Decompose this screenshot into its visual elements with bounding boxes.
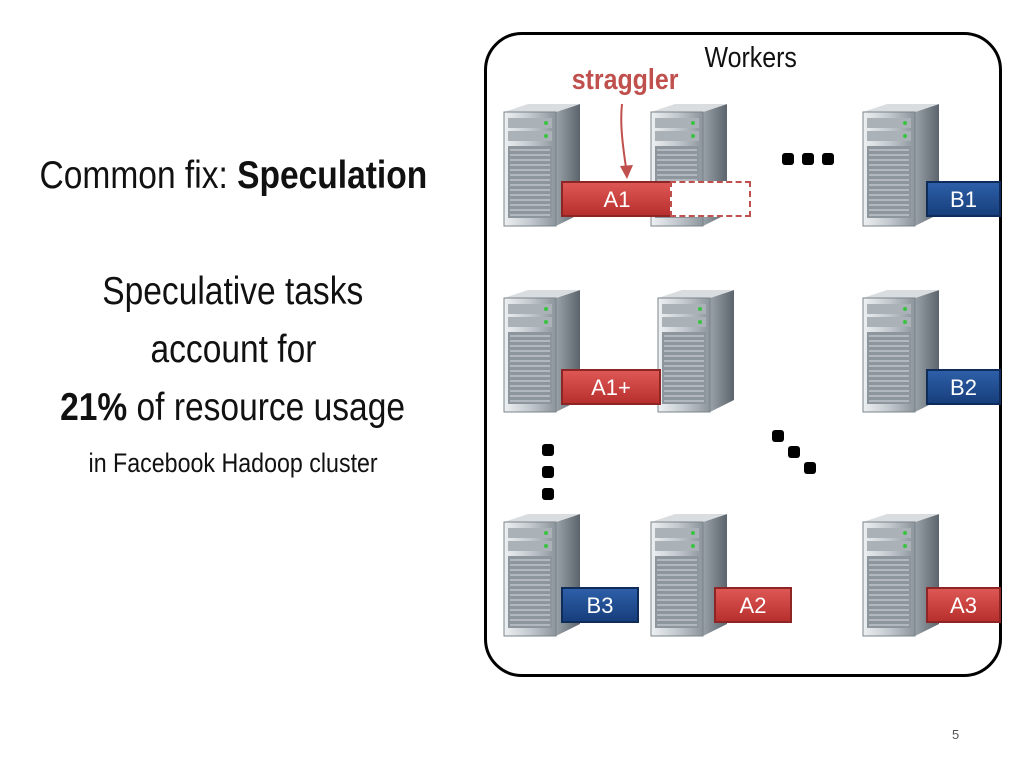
straggler-arrow <box>620 103 633 179</box>
workers-panel <box>484 32 1002 677</box>
description-line-1: Speculative tasks <box>0 270 466 314</box>
straggler-label: straggler <box>571 64 679 96</box>
description-line-3-rest: of resource usage <box>127 386 406 429</box>
description-line-4: in Facebook Hadoop cluster <box>0 448 466 479</box>
title-bold: Speculation <box>236 154 427 197</box>
task-b1: B1 <box>926 181 1001 217</box>
percentage-value: 21% <box>60 386 128 429</box>
description-line-1-text: Speculative tasks <box>102 270 364 313</box>
task-a2: A2 <box>714 587 792 623</box>
description-line-2-text: account for <box>150 328 316 371</box>
task-a1-plus: A1+ <box>561 369 661 405</box>
task-a1: A1 <box>561 181 673 217</box>
speculative-task-slot <box>670 181 751 217</box>
task-b3: B3 <box>561 587 639 623</box>
server-icon <box>650 288 742 418</box>
task-a3: A3 <box>926 587 1001 623</box>
task-b2: B2 <box>926 369 1001 405</box>
page-number: 5 <box>952 727 960 742</box>
description-line-3: 21% of resource usage <box>0 386 466 430</box>
description-line-4-text: in Facebook Hadoop cluster <box>88 448 378 478</box>
slide-title: Common fix: Speculation <box>0 154 466 198</box>
workers-label: Workers <box>704 42 797 74</box>
description-line-2: account for <box>0 328 466 372</box>
title-prefix: Common fix: <box>39 154 237 197</box>
